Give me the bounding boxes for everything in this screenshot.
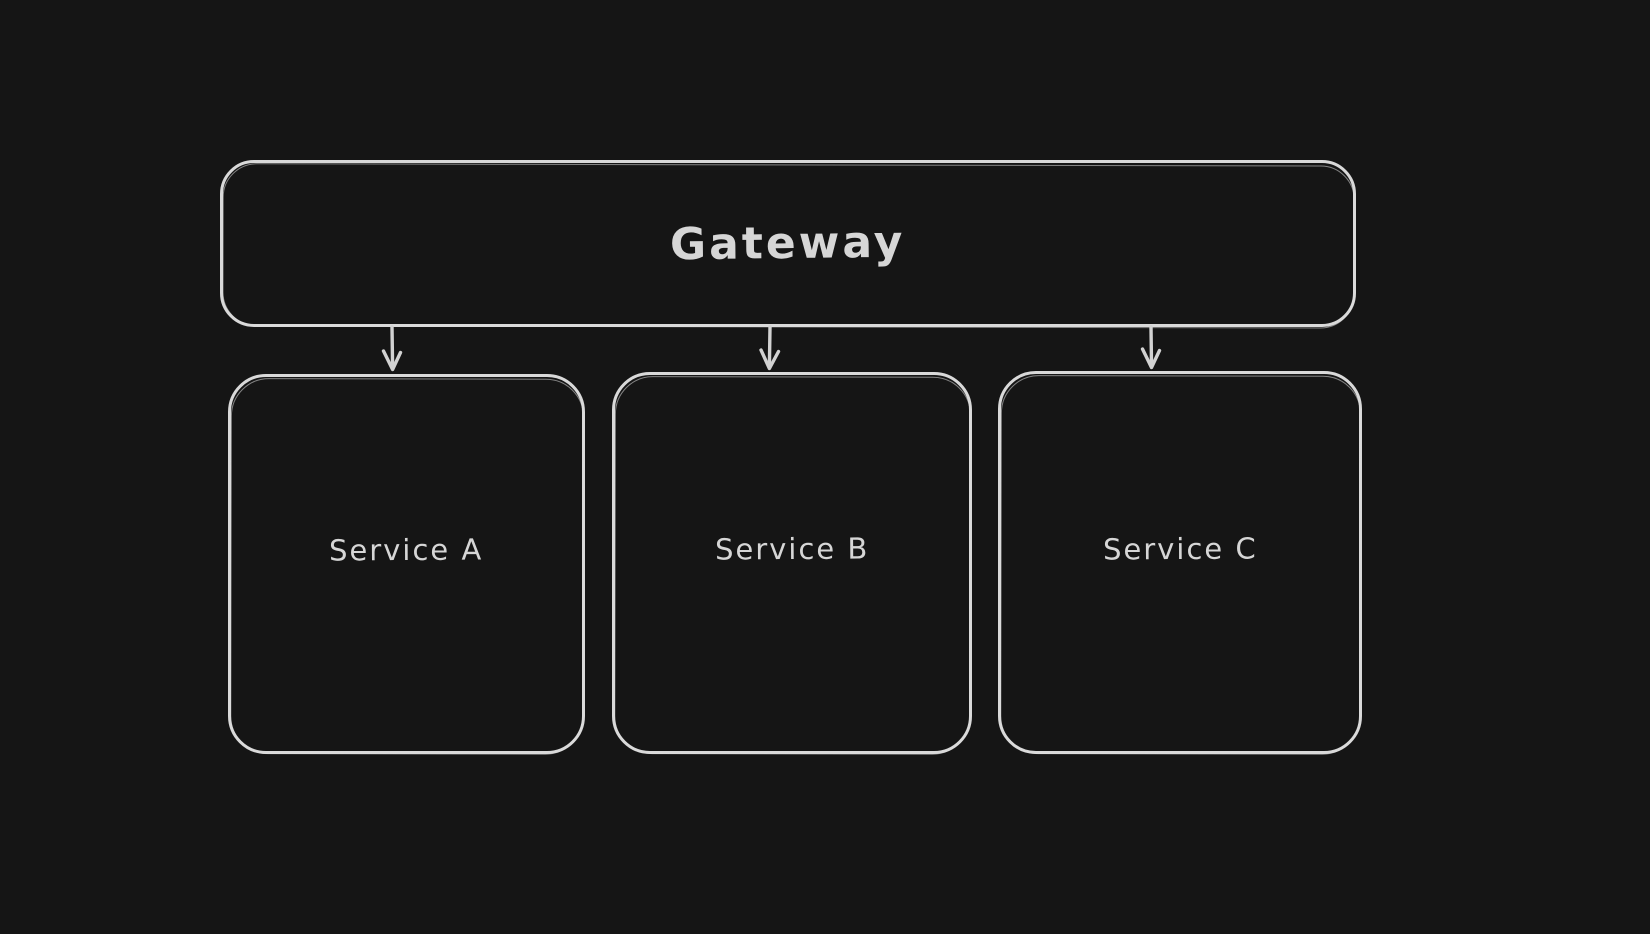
arrow-gateway-to-service-c[interactable]: [1140, 325, 1162, 370]
arrow-gateway-to-service-b[interactable]: [759, 325, 781, 371]
node-service-c[interactable]: Service C: [998, 371, 1362, 754]
node-service-a-label: Service A: [329, 532, 484, 568]
node-gateway[interactable]: Gateway: [220, 160, 1356, 327]
node-service-c-label: Service C: [1102, 530, 1258, 567]
node-gateway-label: Gateway: [670, 216, 906, 271]
node-service-b-label: Service B: [714, 531, 870, 567]
node-service-a[interactable]: Service A: [228, 374, 585, 754]
arrow-gateway-to-service-a[interactable]: [381, 325, 403, 372]
node-service-b[interactable]: Service B: [612, 372, 972, 754]
